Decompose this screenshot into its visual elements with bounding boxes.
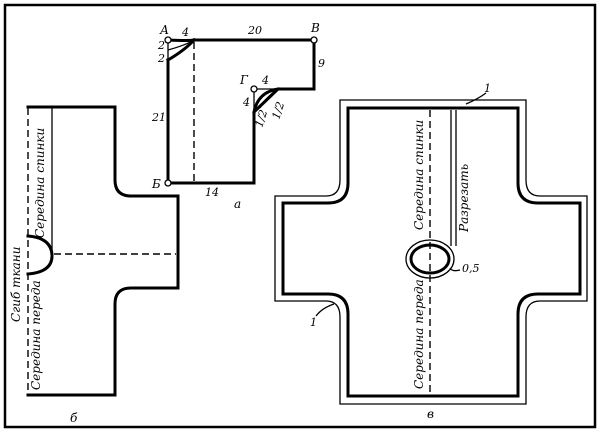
label-point-b: В <box>310 21 320 35</box>
draft-outline <box>166 38 316 185</box>
dim-left: 21 <box>151 111 166 124</box>
seam-allowance-label: 0,5 <box>462 262 480 275</box>
neck-opening <box>26 234 54 276</box>
label-front-center-b: Середина переда <box>29 280 43 390</box>
dim-arm-h: 4 <box>242 96 250 109</box>
caption-c: в <box>427 407 434 421</box>
neck-hole-inner <box>409 243 451 275</box>
callout-1-left: 1 <box>310 316 317 329</box>
point-g-marker <box>250 85 258 93</box>
dim-neck-width: 4 <box>181 26 189 39</box>
dim-neck-h1: 2 <box>157 39 165 52</box>
figure-a: А В Б Г 20 9 21 14 4 2 2 4 4 1/2 1/2 а <box>151 21 325 211</box>
armhole-diagonal <box>253 88 279 113</box>
label-point-bb: Б <box>151 177 161 191</box>
dim-half-2: 1/2 <box>269 100 287 121</box>
dim-neck-h2: 2 <box>157 52 165 65</box>
callout-1-top-leader <box>465 92 487 105</box>
neck-arc-outer <box>166 38 196 42</box>
label-point-a: А <box>159 23 169 37</box>
armhole-curve <box>252 87 280 114</box>
neck-arc-2 <box>165 37 197 63</box>
callout-1-top: 1 <box>484 82 491 95</box>
cross-outer-outline <box>274 99 588 405</box>
dim-bottom: 14 <box>205 186 219 199</box>
figure-c: 1 1 0,5 Середина спинки Разрезать Середи… <box>274 82 588 421</box>
callout-1-left-leader <box>315 303 335 317</box>
half-pattern-outline <box>26 105 180 397</box>
dim-half-1: 1/2 <box>252 108 270 129</box>
label-fold: Сгиб ткани <box>9 247 23 322</box>
label-back-center-c: Середина спинки <box>412 120 426 230</box>
caption-a: а <box>234 197 241 211</box>
dim-right: 9 <box>318 57 325 70</box>
cross-inner-outline <box>281 106 582 398</box>
label-point-g: Г <box>239 73 249 87</box>
dim-top: 20 <box>247 24 262 37</box>
label-front-center-c: Середина переда <box>412 279 426 389</box>
point-b-marker <box>310 36 318 44</box>
label-back-center-b: Середина спинки <box>33 128 47 238</box>
label-cut: Разрезать <box>457 164 471 233</box>
outer-frame <box>3 3 597 429</box>
seam-leader <box>449 267 461 272</box>
point-bb-marker <box>164 179 172 187</box>
point-a-marker <box>164 36 172 44</box>
figure-b: Середина спинки Сгиб ткани Середина пере… <box>9 105 180 425</box>
caption-b: б <box>70 411 78 425</box>
dim-arm-w: 4 <box>261 74 269 87</box>
neck-hole-outer <box>405 239 455 279</box>
